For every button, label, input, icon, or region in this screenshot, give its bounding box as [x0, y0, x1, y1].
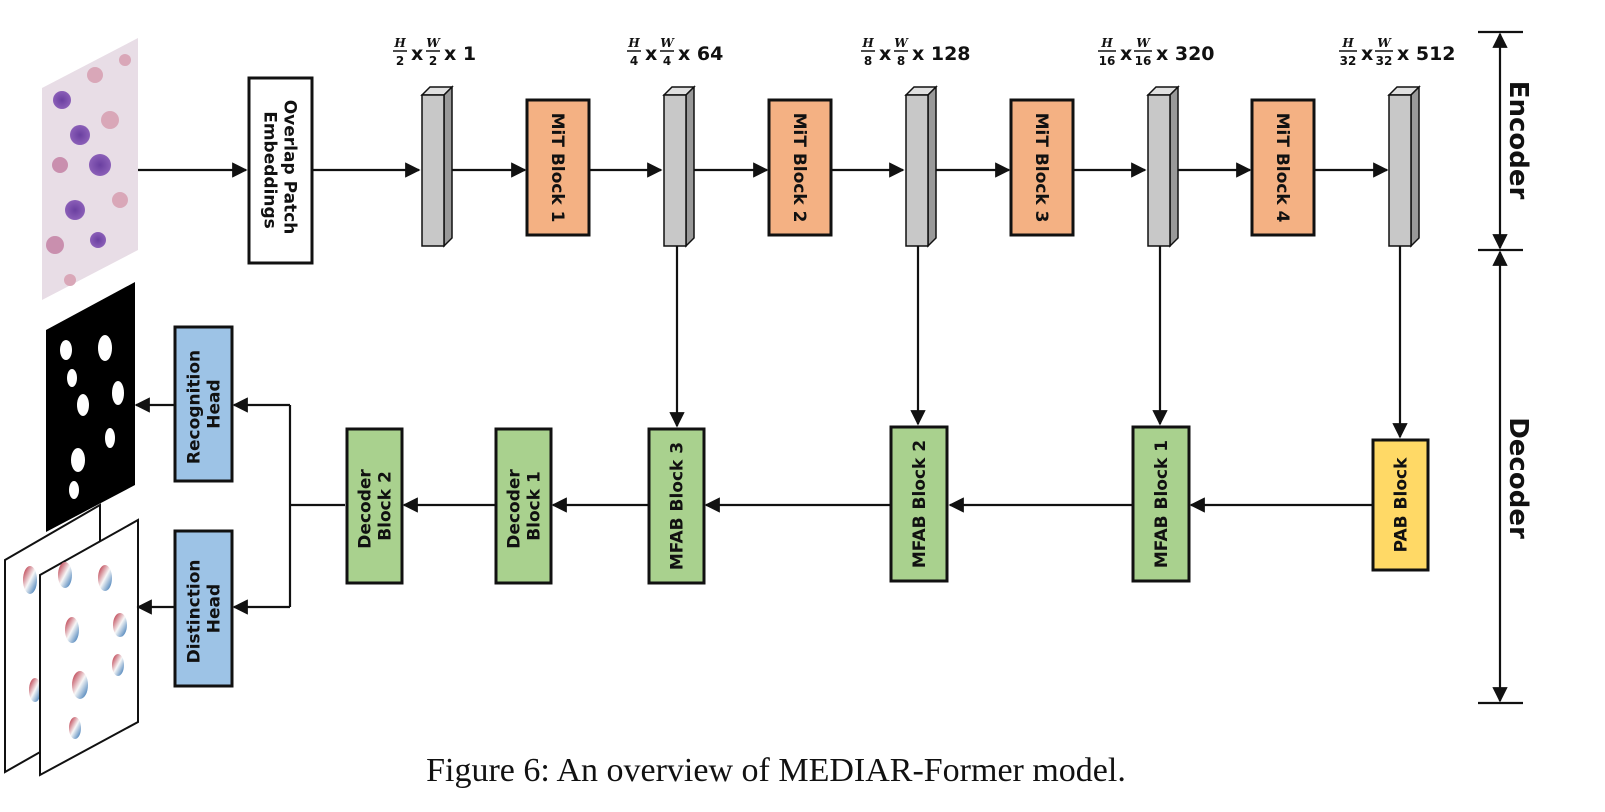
- svg-text:MiT Block 1: MiT Block 1: [547, 113, 567, 223]
- decoder-block-2: Decoder Block 2: [345, 427, 404, 585]
- svg-text:x 64: x 64: [678, 43, 723, 65]
- distinction-output-maps: [4, 503, 139, 777]
- svg-text:4: 4: [630, 54, 638, 68]
- recognition-output-mask: [46, 282, 135, 532]
- feature-map-3: [904, 85, 938, 248]
- mit-block-1: MiT Block 1: [525, 98, 591, 237]
- svg-text:Decoder Block 2: Decoder Block 2: [356, 463, 396, 548]
- figure-caption: Figure 6: An overview of MEDIAR-Former m…: [426, 752, 1126, 789]
- mfab-block-1: MFAB Block 1: [1131, 425, 1191, 583]
- mfab-block-3: MFAB Block 3: [647, 427, 706, 585]
- feature-map-1: [420, 85, 454, 248]
- svg-text:MFAB Block 1: MFAB Block 1: [1152, 440, 1172, 568]
- distinction-head: Distinction Head: [173, 529, 234, 688]
- svg-text:x: x: [879, 43, 891, 65]
- mfab-block-2: MFAB Block 2: [889, 425, 949, 583]
- input-image: [42, 38, 138, 300]
- feature-dim-label-1: H 2 x W 2 x 1: [393, 36, 476, 68]
- svg-text:Decoder Block 1: Decoder Block 1: [505, 463, 545, 548]
- svg-text:x: x: [1120, 43, 1132, 65]
- svg-text:x 1: x 1: [444, 43, 476, 65]
- svg-text:W: W: [426, 36, 441, 50]
- svg-text:H: H: [1100, 36, 1113, 50]
- svg-text:W: W: [1377, 36, 1392, 50]
- embedding-label-line2: Embeddings: [260, 111, 280, 229]
- svg-text:H: H: [627, 36, 640, 50]
- svg-text:Overlap Patch Embeddings: Overlap Patch Embeddings: [260, 100, 300, 241]
- svg-text:32: 32: [1376, 54, 1393, 68]
- feature-dim-label-4: H 16 x W 16 x 320: [1098, 36, 1215, 68]
- svg-text:x 512: x 512: [1397, 43, 1456, 65]
- feature-map-4: [1146, 85, 1180, 248]
- encoder-label: Encoder: [1503, 81, 1533, 200]
- svg-text:x 128: x 128: [912, 43, 971, 65]
- feature-dim-label-5: H 32 x W 32 x 512: [1339, 36, 1456, 68]
- svg-text:x: x: [411, 43, 423, 65]
- svg-text:MiT Block 3: MiT Block 3: [1031, 113, 1051, 223]
- svg-text:Distinction Head: Distinction Head: [185, 554, 225, 664]
- svg-text:PAB Block: PAB Block: [1392, 457, 1412, 552]
- svg-text:W: W: [1136, 36, 1151, 50]
- mit-block-2: MiT Block 2: [767, 98, 833, 237]
- svg-text:2: 2: [396, 54, 404, 68]
- decoder-connections: [134, 397, 1372, 615]
- svg-text:H: H: [393, 36, 406, 50]
- svg-text:32: 32: [1340, 54, 1357, 68]
- svg-text:8: 8: [864, 54, 872, 68]
- svg-text:16: 16: [1135, 54, 1152, 68]
- decoder-block-1: Decoder Block 1: [494, 427, 553, 585]
- svg-text:16: 16: [1099, 54, 1116, 68]
- svg-text:4: 4: [663, 54, 671, 68]
- feature-dim-label-2: H 4 x W 4 x 64: [627, 36, 723, 68]
- mit-block-3: MiT Block 3: [1009, 98, 1075, 237]
- svg-text:x: x: [1361, 43, 1373, 65]
- svg-text:W: W: [894, 36, 909, 50]
- svg-text:MFAB Block 2: MFAB Block 2: [910, 440, 930, 568]
- embedding-label-line1: Overlap Patch: [280, 100, 300, 235]
- mit-block-4: MiT Block 4: [1250, 98, 1316, 237]
- skip-connections: [669, 246, 1408, 439]
- encoder-decoder-bracket: Encoder Decoder: [1478, 30, 1533, 705]
- feature-map-2: [662, 85, 696, 248]
- svg-text:W: W: [660, 36, 675, 50]
- svg-text:H: H: [1341, 36, 1354, 50]
- svg-text:x 320: x 320: [1156, 43, 1215, 65]
- svg-text:MiT Block 4: MiT Block 4: [1272, 113, 1292, 223]
- feature-map-5: [1387, 85, 1421, 248]
- recognition-head: Recognition Head: [173, 325, 234, 483]
- overlap-patch-embeddings-block: Overlap Patch Embeddings: [247, 76, 314, 265]
- svg-text:8: 8: [897, 54, 905, 68]
- pab-block: PAB Block: [1371, 438, 1430, 572]
- svg-text:MiT Block 2: MiT Block 2: [789, 113, 809, 223]
- svg-text:x: x: [645, 43, 657, 65]
- svg-text:H: H: [861, 36, 874, 50]
- feature-dim-label-3: H 8 x W 8 x 128: [861, 36, 971, 68]
- svg-text:Recognition Head: Recognition Head: [185, 344, 225, 464]
- svg-text:2: 2: [429, 54, 437, 68]
- decoder-label: Decoder: [1503, 417, 1533, 539]
- svg-text:MFAB Block 3: MFAB Block 3: [668, 442, 688, 570]
